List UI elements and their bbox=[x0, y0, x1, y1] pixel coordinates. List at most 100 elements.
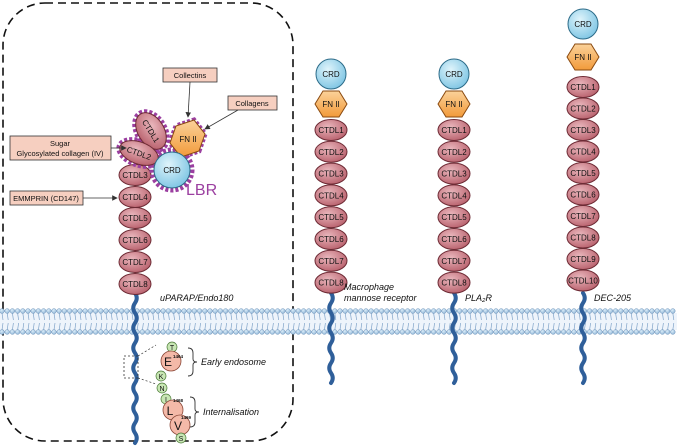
lipid-tail bbox=[235, 322, 238, 331]
lipid-tail bbox=[651, 312, 654, 321]
lipid-head bbox=[379, 308, 385, 314]
uparap-fn2-label: FN II bbox=[179, 135, 196, 144]
pla2r-ctdl7-domain bbox=[437, 249, 471, 272]
emmprin-text: EMMPRIN (CD147) bbox=[13, 194, 79, 203]
lipid-tail bbox=[547, 322, 550, 331]
lipid-tail bbox=[620, 312, 623, 321]
lipid-head bbox=[586, 329, 593, 335]
lipid-head bbox=[56, 308, 62, 314]
lipid-tail bbox=[651, 322, 654, 331]
lipid-tail bbox=[563, 322, 565, 331]
residue-t-label: T bbox=[170, 345, 175, 352]
lipid-tail bbox=[558, 312, 560, 321]
pla2r-fn2-label: FN II bbox=[445, 100, 462, 109]
lipid-head bbox=[529, 329, 536, 335]
lipid-tail bbox=[537, 312, 539, 321]
lipid-tail bbox=[204, 312, 207, 321]
lipid-head bbox=[285, 329, 291, 335]
lipid-head bbox=[612, 308, 619, 314]
lipid-head bbox=[0, 308, 5, 314]
membrane-core bbox=[0, 313, 677, 330]
lipid-head bbox=[353, 329, 359, 335]
internalisation-label: Internalisation bbox=[203, 407, 259, 417]
lipid-tail bbox=[17, 312, 19, 321]
lipid-tail bbox=[214, 322, 217, 331]
mmr-ctdl8-domain bbox=[314, 271, 348, 294]
lipid-tail bbox=[287, 322, 290, 331]
lipid-tail bbox=[563, 312, 565, 321]
lipid-tail bbox=[495, 312, 498, 321]
lipid-head bbox=[4, 308, 10, 314]
pla2r-ctdl3-domain bbox=[437, 162, 471, 185]
lipid-head bbox=[290, 308, 296, 314]
lipid-tail bbox=[188, 322, 191, 331]
pla2r-ctdl1-domain bbox=[437, 119, 471, 141]
lipid-tail bbox=[630, 312, 633, 321]
lipid-head bbox=[664, 329, 671, 335]
lipid-head bbox=[612, 329, 619, 335]
lipid-tail bbox=[157, 322, 160, 331]
lipid-tail bbox=[636, 312, 638, 321]
lipid-tail bbox=[209, 322, 212, 331]
lipid-head bbox=[555, 308, 562, 314]
lipid-head bbox=[249, 329, 255, 335]
lipid-head bbox=[394, 308, 400, 314]
lipid-tail bbox=[38, 322, 40, 331]
lipid-head bbox=[368, 329, 374, 335]
lipid-head bbox=[571, 308, 577, 314]
lipid-head bbox=[155, 329, 161, 335]
lipid-tail bbox=[641, 312, 643, 321]
lipid-head bbox=[280, 308, 286, 314]
lipid-tail bbox=[27, 312, 30, 321]
cytoplasmic-motif: T E 1464 K N I L 1468 V 1469 S Early end… bbox=[123, 341, 266, 444]
position-1464: 1464 bbox=[173, 354, 184, 359]
residue-i-label: I bbox=[165, 397, 167, 404]
mmr-ctdl3-domain bbox=[314, 162, 348, 185]
pla2r-name: PLA₂R bbox=[465, 293, 492, 303]
lipid-head bbox=[488, 308, 494, 314]
lipid-tail bbox=[500, 312, 503, 321]
lipid-head bbox=[259, 329, 265, 335]
lipid-tail bbox=[537, 322, 539, 331]
lipid-tail bbox=[407, 322, 409, 331]
lipid-tail bbox=[178, 312, 181, 321]
lipid-head bbox=[353, 308, 359, 314]
lipid-head bbox=[249, 308, 255, 314]
lipid-head bbox=[301, 308, 307, 314]
lipid-tail bbox=[324, 312, 326, 321]
lipid-head bbox=[670, 329, 676, 335]
lipid-head bbox=[165, 308, 172, 314]
lipid-tail bbox=[220, 322, 222, 331]
lipid-head bbox=[566, 308, 572, 314]
lbr-outline-ctdl1 bbox=[132, 109, 170, 153]
lipid-tail bbox=[407, 312, 409, 321]
lipid-tail bbox=[308, 312, 311, 321]
lipid-tail bbox=[292, 312, 295, 321]
uparap-ctdl3-label: CTDL3 bbox=[122, 171, 148, 180]
lipid-head bbox=[275, 329, 281, 335]
lipid-tail bbox=[376, 322, 378, 331]
uparap-ctdl7-domain bbox=[118, 251, 152, 273]
lipid-tail bbox=[168, 312, 170, 321]
lipid-tail bbox=[116, 312, 118, 321]
lipid-head bbox=[275, 308, 281, 314]
lipid-tail bbox=[552, 322, 555, 331]
lipid-tail bbox=[391, 312, 394, 321]
lipid-head bbox=[191, 308, 198, 314]
lipid-head bbox=[514, 308, 520, 314]
pla2r-ctdl1-label: CTDL1 bbox=[441, 126, 467, 135]
lipid-tail bbox=[417, 312, 420, 321]
lipid-head bbox=[592, 308, 598, 314]
lipid-head bbox=[72, 329, 78, 335]
lipid-tail bbox=[69, 312, 71, 321]
lipid-tail bbox=[350, 322, 352, 331]
lipid-tail bbox=[552, 312, 555, 321]
lipid-tail bbox=[240, 322, 243, 331]
lipid-tail bbox=[339, 322, 342, 331]
lipid-head bbox=[477, 329, 484, 335]
lipid-tail bbox=[386, 312, 389, 321]
lipid-tail bbox=[131, 312, 134, 321]
lipid-tail bbox=[474, 322, 477, 331]
lipid-tail bbox=[95, 322, 97, 331]
lipid-tail bbox=[667, 322, 669, 331]
